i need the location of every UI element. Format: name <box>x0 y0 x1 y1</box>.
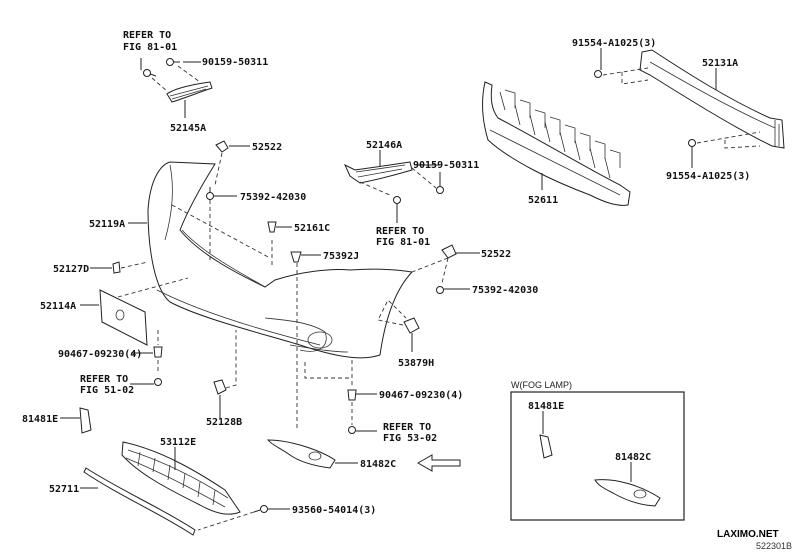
label-90467-09230-left[interactable]: 90467-09230(4) <box>58 349 142 360</box>
bolt-91554-top[interactable] <box>594 70 602 78</box>
label-90467-09230-right[interactable]: 90467-09230(4) <box>379 390 463 401</box>
screw-93560[interactable] <box>253 505 268 513</box>
part-52114A-license-bracket[interactable] <box>99 289 148 346</box>
label-52146A[interactable]: 52146A <box>366 140 402 151</box>
part-53879H[interactable] <box>403 317 420 334</box>
part-52146A-bracket[interactable] <box>343 161 413 184</box>
inset-label-81481E[interactable]: 81481E <box>528 401 564 412</box>
part-53112E-grille[interactable] <box>121 441 241 515</box>
bolt-91554-bottom[interactable] <box>688 139 696 147</box>
label-91554-A1025-top[interactable]: 91554-A1025(3) <box>572 38 656 49</box>
label-93560-54014[interactable]: 93560-54014(3) <box>292 505 376 516</box>
label-75392-42030-left[interactable]: 75392-42030 <box>240 192 306 203</box>
label-ref-51-02-fig: FIG 51-02 <box>80 385 134 396</box>
clip-90467-right[interactable] <box>347 389 357 401</box>
label-ref-81-01-top: REFER TO <box>123 30 171 41</box>
label-53879H[interactable]: 53879H <box>398 358 434 369</box>
clip-52522-left[interactable] <box>215 140 229 153</box>
arrow-left-icon <box>416 454 461 472</box>
label-52522-left[interactable]: 52522 <box>252 142 282 153</box>
bolt-ref-53-02[interactable] <box>348 426 356 434</box>
label-ref-81-01-mid: REFER TO <box>376 226 424 237</box>
label-ref-81-01-mid-fig: FIG 81-01 <box>376 237 430 248</box>
inset-part-81481E[interactable] <box>539 434 553 459</box>
bolt-icon <box>436 186 444 194</box>
part-52131A-reinforcement[interactable] <box>639 49 785 149</box>
label-52145A[interactable]: 52145A <box>170 123 206 134</box>
clip-52161C[interactable] <box>267 221 277 233</box>
part-52145A-bracket[interactable] <box>166 81 213 103</box>
label-53112E[interactable]: 53112E <box>160 437 196 448</box>
label-ref-53-02-fig: FIG 53-02 <box>383 433 437 444</box>
inset-part-81482C[interactable] <box>594 479 661 507</box>
label-81481E-left[interactable]: 81481E <box>22 414 58 425</box>
label-91554-A1025-bottom[interactable]: 91554-A1025(3) <box>666 171 750 182</box>
label-52522-right[interactable]: 52522 <box>481 249 511 260</box>
bolt-icon <box>166 58 180 66</box>
part-52611-energy-absorber[interactable] <box>482 81 631 206</box>
part-81482C-left[interactable] <box>266 439 336 469</box>
clip-90467-left[interactable] <box>153 346 163 358</box>
diagram-code: 522301B <box>756 541 792 551</box>
label-90159-50311-mid[interactable]: 90159-50311 <box>413 160 479 171</box>
label-81482C-left[interactable]: 81482C <box>360 459 396 470</box>
label-75392-42030-right[interactable]: 75392-42030 <box>472 285 538 296</box>
inset-label-81482C[interactable]: 81482C <box>615 452 651 463</box>
fog-lamp-inset-box <box>510 391 685 521</box>
label-ref-53-02: REFER TO <box>383 422 431 433</box>
part-81481E-left[interactable] <box>79 407 92 434</box>
label-52127D[interactable]: 52127D <box>53 264 89 275</box>
part-52127D[interactable] <box>112 261 121 274</box>
brand-watermark: LAXIMO.NET <box>717 529 779 540</box>
bolt-icon <box>393 196 401 204</box>
clip-52522-right[interactable] <box>441 244 457 259</box>
screw-75392-left[interactable] <box>206 187 214 200</box>
label-52128B[interactable]: 52128B <box>206 417 242 428</box>
screw-75392-right[interactable] <box>436 286 444 294</box>
label-ref-81-01-top-fig: FIG 81-01 <box>123 42 177 53</box>
bolt-icon <box>143 69 157 77</box>
label-ref-51-02: REFER TO <box>80 374 128 385</box>
bolt-ref-51-02[interactable] <box>154 378 162 386</box>
label-90159-50311-top[interactable]: 90159-50311 <box>202 57 268 68</box>
part-52119A-bumper-cover[interactable] <box>147 161 414 359</box>
label-75392J[interactable]: 75392J <box>323 251 359 262</box>
label-52114A[interactable]: 52114A <box>40 301 76 312</box>
label-52119A[interactable]: 52119A <box>89 219 125 230</box>
clip-75392J[interactable] <box>290 251 302 263</box>
label-52611[interactable]: 52611 <box>528 195 558 206</box>
part-52711-strip[interactable] <box>83 467 196 536</box>
label-52711[interactable]: 52711 <box>49 484 79 495</box>
label-52131A[interactable]: 52131A <box>702 58 738 69</box>
inset-title: W(FOG LAMP) <box>511 380 572 390</box>
label-52161C[interactable]: 52161C <box>294 223 330 234</box>
part-52128B[interactable] <box>213 379 227 395</box>
